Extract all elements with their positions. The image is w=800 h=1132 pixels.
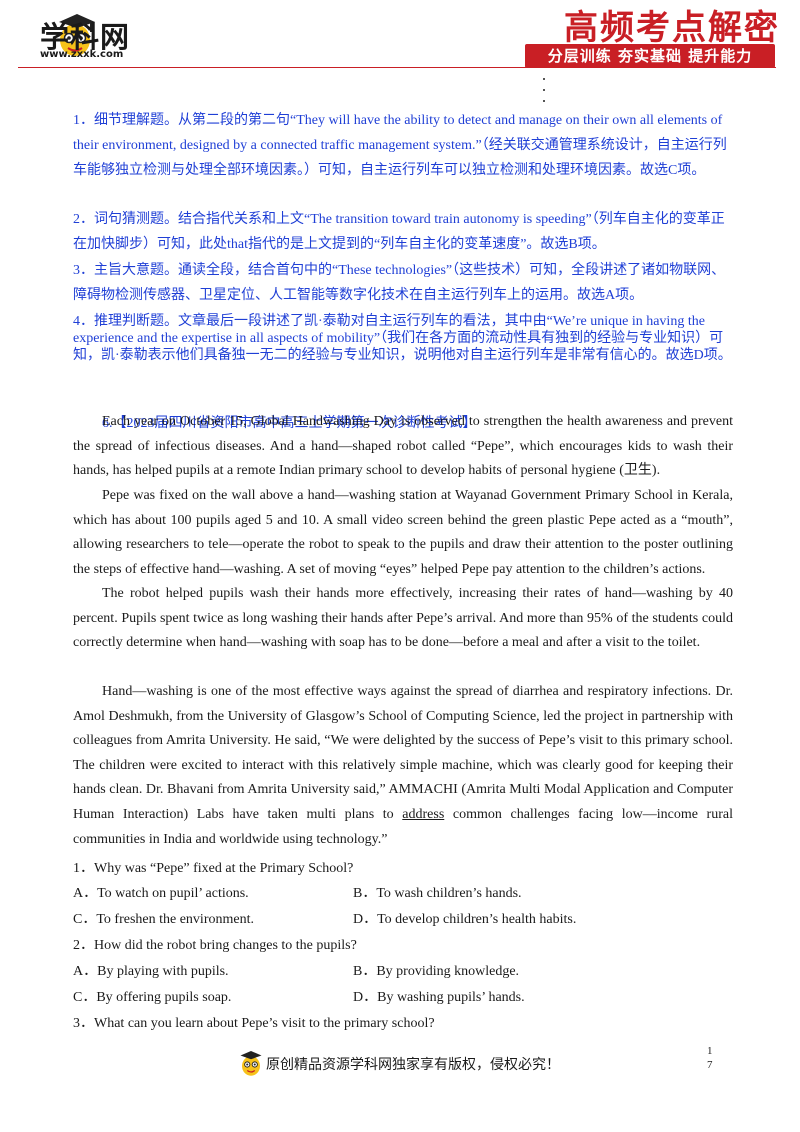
page-current: 1 (707, 1045, 713, 1057)
page-number: 1 7 (707, 1044, 713, 1072)
brand-title: 高频考点解密 (564, 8, 780, 48)
question-2-option-a: A．By playing with pupils. (73, 964, 229, 979)
question-2-stem: 2．How did the robot bring changes to the… (73, 938, 357, 953)
answer-1: 1．细节理解题。从第二段的第二句“They will have the abil… (73, 113, 727, 178)
copyright-notice: 原创精品资源学科网独家享有版权，侵权必究！ (266, 1058, 560, 1073)
answer-3: 3．主旨大意题。通读全段，结合首句中的“These technologies”（… (73, 263, 726, 303)
question-1-option-b: B．To wash children’s hands. (353, 886, 522, 901)
question-1-option-c: C．To freshen the environment. (73, 912, 254, 927)
decor-dot (543, 78, 545, 80)
paragraph-4-text-end: common challenges facing low—income rura… (73, 806, 733, 847)
question-3-stem: 3．What can you learn about Pepe’s visit … (73, 1016, 435, 1031)
passage-paragraph-3: The robot helped pupils wash their hands… (73, 586, 733, 651)
mascot-logo-icon (59, 14, 95, 56)
page-total: 7 (707, 1059, 713, 1071)
answer-2: 2．词句猜测题。结合指代关系和上文“The transition toward … (73, 212, 725, 252)
question-2-option-d: D．By washing pupils’ hands. (353, 990, 525, 1005)
mascot-footer-icon (240, 1051, 262, 1076)
question-2-option-b: B．By providing knowledge. (353, 964, 520, 979)
decor-dot (543, 100, 545, 102)
question-1-stem: 1．Why was “Pepe” fixed at the Primary Sc… (73, 861, 354, 876)
question-2-option-c: C．By offering pupils soap. (73, 990, 232, 1005)
header-divider (18, 67, 776, 68)
slogan-banner: 分层训练 夯实基础 提升能力 (525, 44, 775, 68)
passage-paragraph-4: Hand—washing is one of the most effectiv… (73, 680, 733, 852)
underlined-word: address (402, 806, 445, 822)
question-1-option-a: A．To watch on pupil’ actions. (73, 886, 249, 901)
question-1-option-d: D．To develop children’s health habits. (353, 912, 577, 927)
logo-text: 学科网 (40, 20, 131, 54)
answer-4: 4．推理判断题。文章最后一段讲述了凯·泰勒对自主运行列车的看法，其中由“We’r… (73, 314, 732, 363)
logo-url: www.zxxk.com (40, 49, 124, 60)
paragraph-4-text: Hand—washing is one of the most effectiv… (73, 684, 733, 822)
decor-dot (543, 89, 545, 91)
passage-paragraph-1: Each year on October 15, Global Handwash… (73, 414, 733, 479)
passage-paragraph-2: Pepe was fixed on the wall above a hand—… (73, 488, 733, 577)
source-title: 6.【2023届四川省资阳市高中高三上学期第一次诊断性考试】 (102, 416, 477, 431)
